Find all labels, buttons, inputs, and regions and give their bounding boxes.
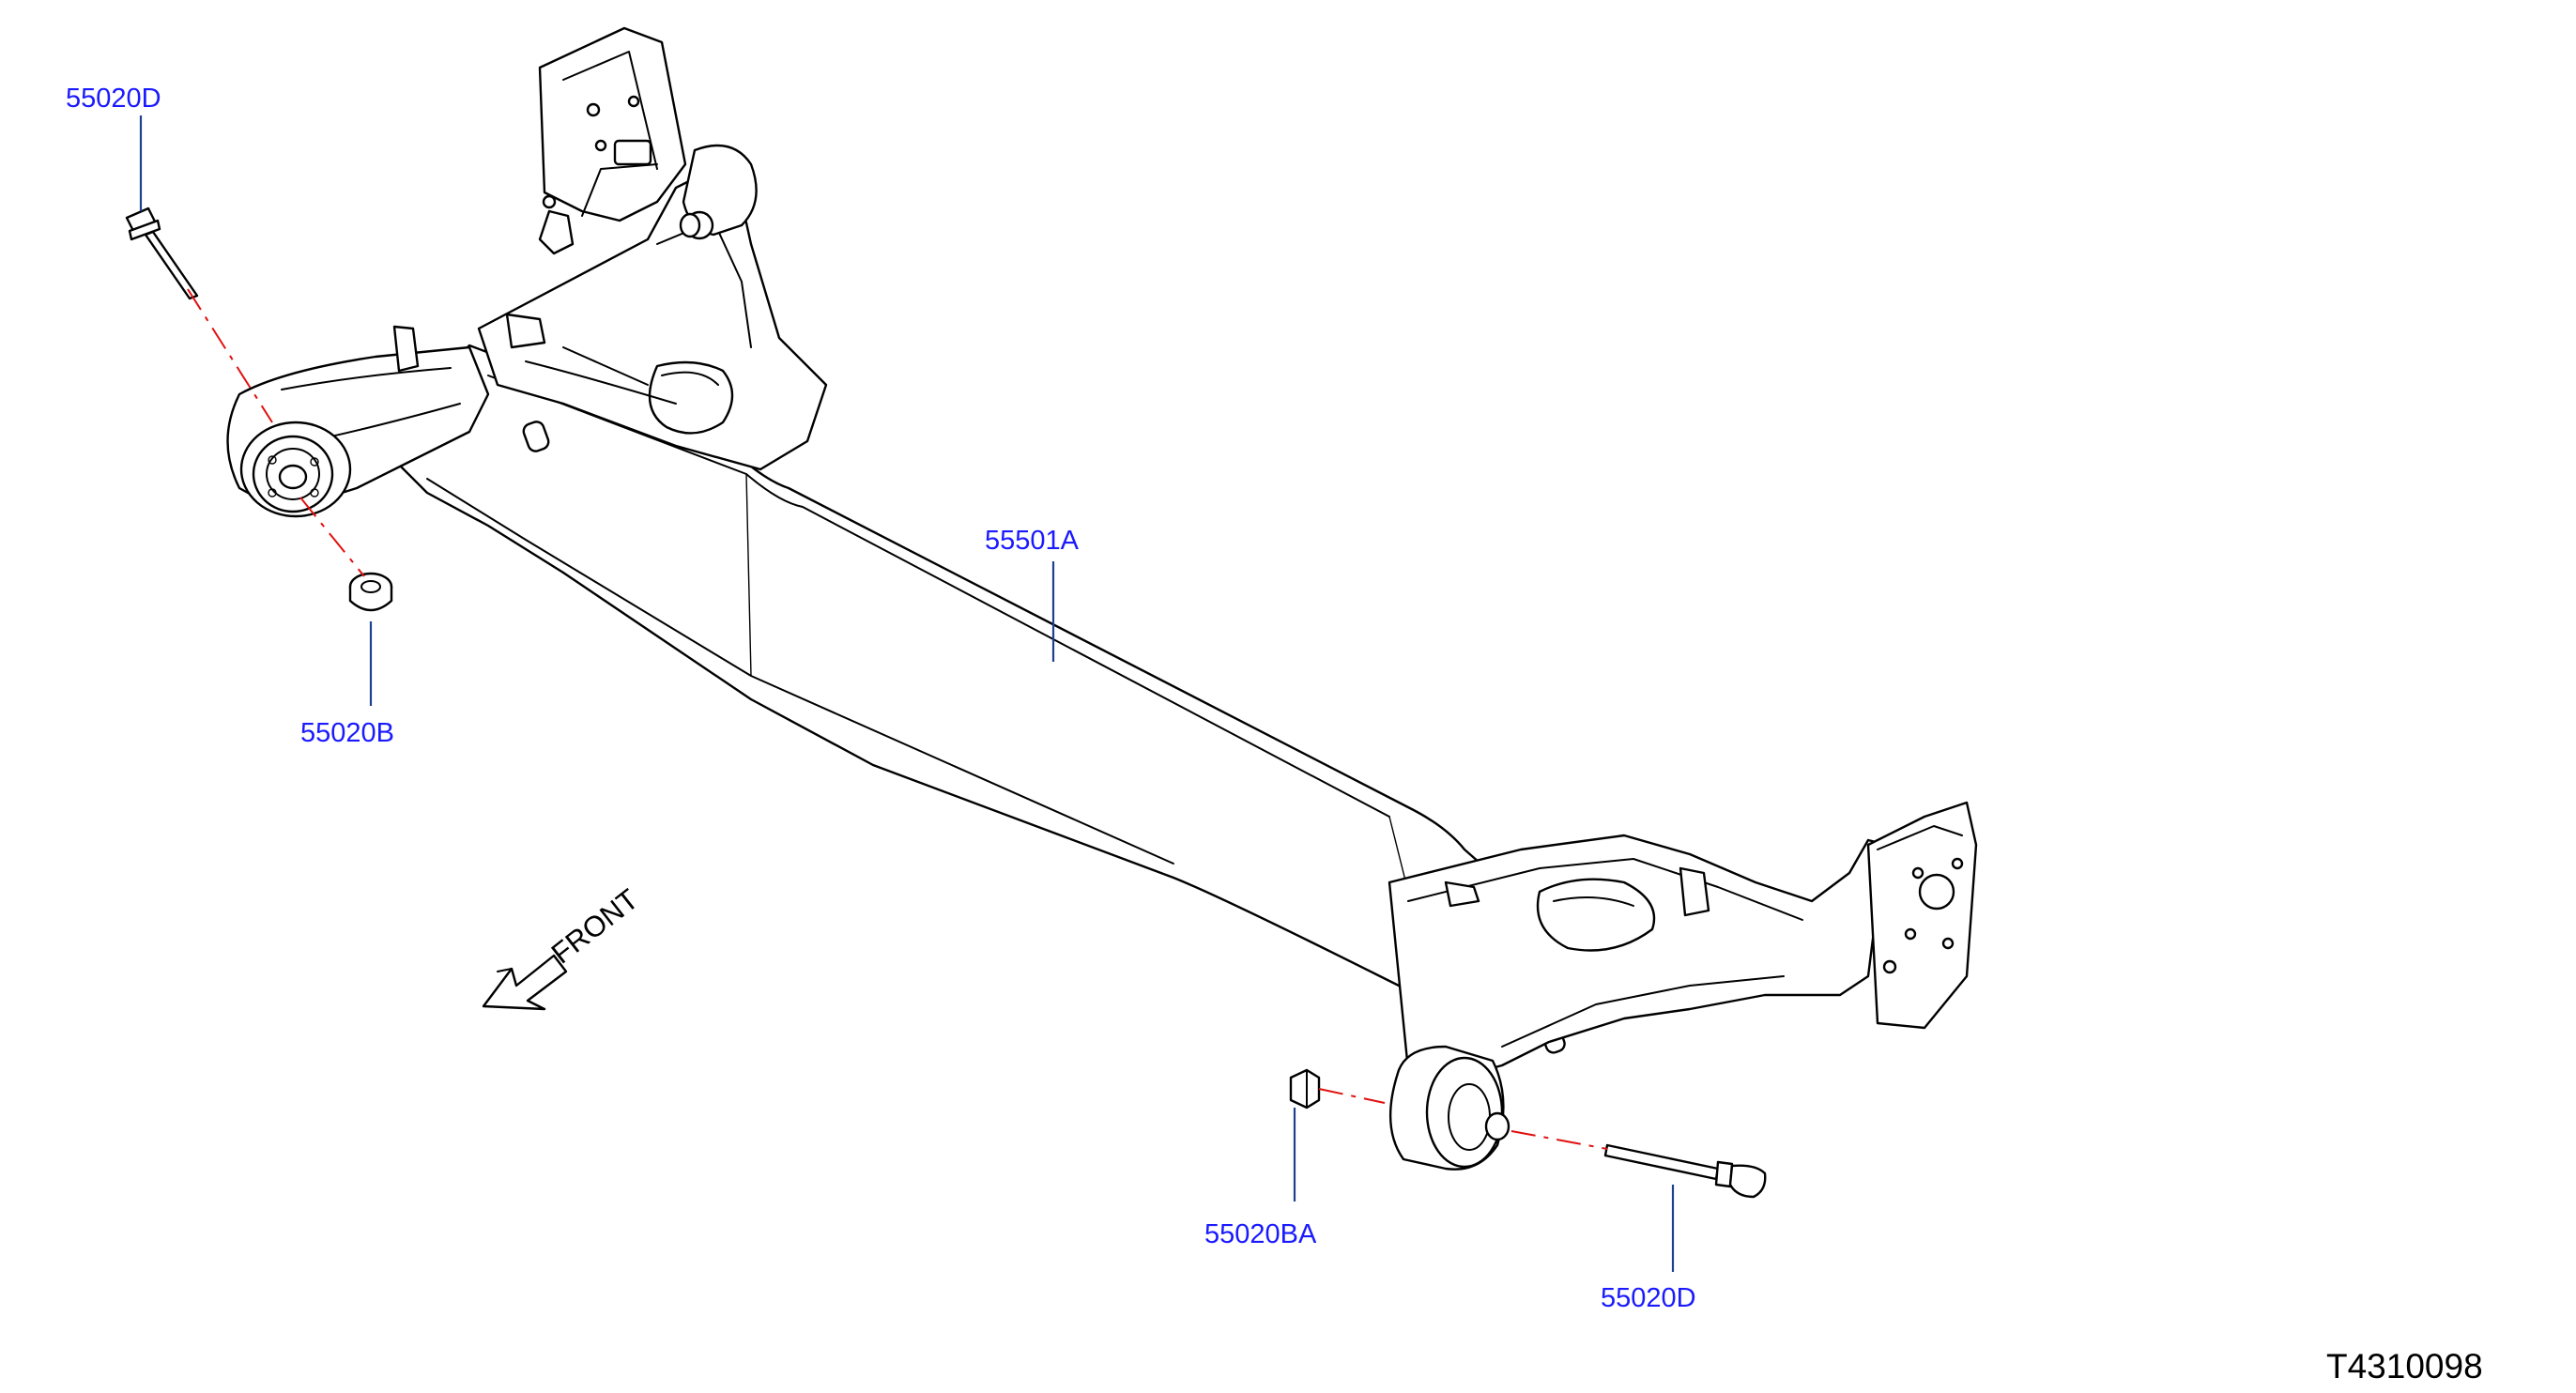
leader-lines bbox=[139, 115, 1675, 1272]
fasteners bbox=[125, 207, 1767, 1199]
right-trailing-arm bbox=[1388, 801, 1978, 1171]
callout-axle-beam: 55501A bbox=[985, 526, 1080, 556]
bolt-left-icon bbox=[125, 207, 199, 300]
diagram-id: T4310098 bbox=[2326, 1347, 2483, 1385]
left-trailing-arm bbox=[226, 26, 828, 518]
assembly-axes bbox=[187, 288, 1608, 1150]
nut-left-icon bbox=[348, 572, 393, 612]
bolt-right-icon bbox=[1603, 1143, 1767, 1199]
callout-bolt-left: 55020D bbox=[66, 84, 161, 114]
callout-bolt-right: 55020D bbox=[1601, 1283, 1696, 1313]
front-label: FRONT bbox=[545, 882, 645, 970]
nut-right-icon bbox=[1289, 1068, 1321, 1110]
callout-nut-right: 55020BA bbox=[1204, 1219, 1317, 1249]
front-direction-arrow: FRONT bbox=[482, 882, 645, 1011]
callout-nut-left: 55020B bbox=[300, 718, 394, 748]
